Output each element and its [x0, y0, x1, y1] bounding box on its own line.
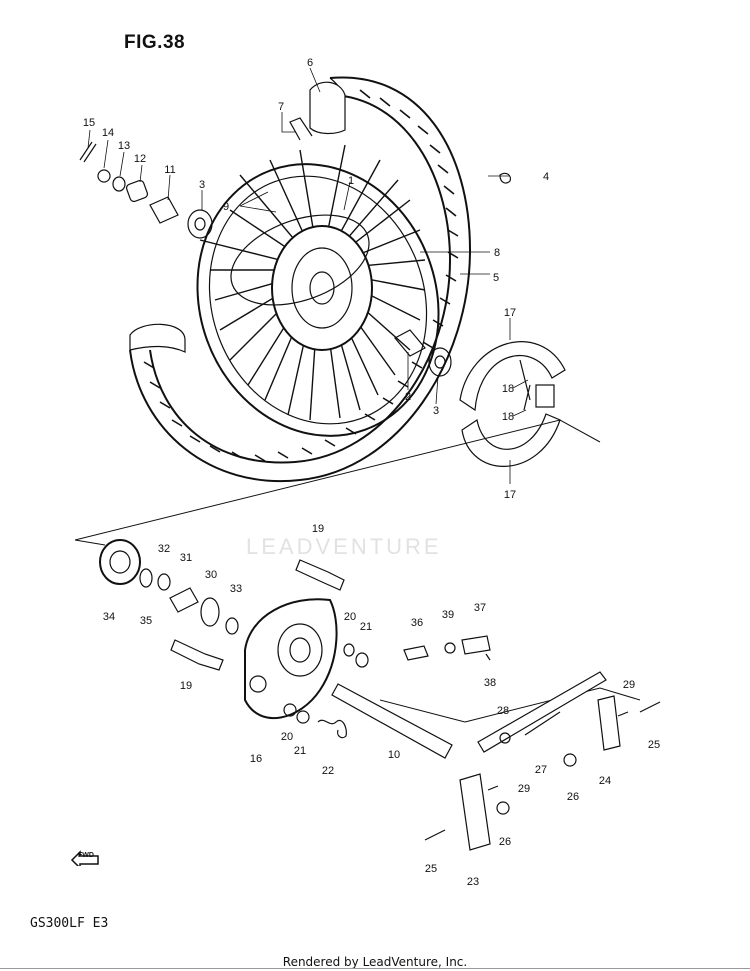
callout-label-20: 20 [281, 731, 293, 743]
callout-label-8: 8 [494, 247, 500, 259]
brake-panel [244, 598, 369, 724]
spring [317, 719, 347, 739]
watermark: LEADVENTURE [246, 534, 442, 559]
callout-label-18: 18 [502, 411, 514, 423]
tire [129, 76, 472, 483]
guide-lines [74, 419, 641, 723]
fwd-label: FWD [78, 852, 94, 859]
axle-spacer-and-bearing [394, 172, 511, 377]
callout-label-25: 25 [425, 863, 437, 875]
callout-label-26: 26 [567, 791, 579, 803]
callout-label-28: 28 [497, 705, 509, 717]
callout-label-24: 24 [599, 775, 611, 787]
callout-label-30: 30 [205, 569, 217, 581]
model-code: GS300LF E3 [30, 916, 109, 931]
brake-cam-parts [99, 539, 345, 671]
callout-label-27: 27 [535, 764, 547, 776]
callout-label-34: 34 [103, 611, 115, 623]
callout-label-35: 35 [140, 615, 152, 627]
sensor-parts [403, 635, 491, 661]
brake-arm-brackets [424, 695, 661, 851]
callout-label-18: 18 [502, 383, 514, 395]
callout-label-12: 12 [134, 153, 146, 165]
callout-label-10: 10 [388, 749, 400, 761]
callout-label-11: 11 [164, 164, 175, 176]
callout-label-4: 4 [543, 171, 549, 183]
tube-and-rim-strip [289, 81, 346, 141]
figure-title: FIG.38 [124, 32, 186, 53]
callout-label-19: 19 [180, 680, 192, 692]
hub [230, 214, 373, 351]
callout-label-14: 14 [102, 127, 114, 139]
callout-label-29: 29 [623, 679, 635, 691]
callout-label-21: 21 [360, 621, 372, 633]
callout-label-20: 20 [344, 611, 356, 623]
footer-credit: Rendered by LeadVenture, Inc. [282, 955, 468, 969]
rim [196, 163, 440, 437]
axle [331, 683, 453, 759]
callout-label-9: 9 [223, 201, 229, 213]
callout-label-31: 31 [180, 552, 192, 564]
callout-label-3: 3 [199, 179, 205, 191]
callout-label-15: 15 [83, 117, 95, 129]
callout-label-13: 13 [118, 140, 130, 152]
callout-label-7: 7 [278, 101, 284, 113]
callout-label-17: 17 [504, 307, 516, 319]
callout-label-25: 25 [648, 739, 660, 751]
brake-shoes [459, 341, 566, 467]
callout-label-17: 17 [504, 489, 516, 501]
callout-label-36: 36 [411, 617, 423, 629]
callout-label-37: 37 [474, 602, 486, 614]
callout-label-21: 21 [294, 745, 306, 757]
callout-label-23: 23 [467, 876, 479, 888]
callout-label-33: 33 [230, 583, 242, 595]
callout-label-2: 2 [405, 391, 411, 403]
torque-link [477, 671, 607, 753]
callout-label-16: 16 [250, 753, 262, 765]
callout-label-38: 38 [484, 677, 496, 689]
fwd-arrow-icon [70, 850, 99, 866]
callout-label-19: 19 [312, 523, 324, 535]
footer-divider [0, 968, 750, 969]
callout-label-26: 26 [499, 836, 511, 848]
callout-label-5: 5 [493, 272, 499, 284]
callout-layer: 1233456789101112131415161717181819192020… [83, 57, 660, 888]
callout-label-32: 32 [158, 543, 170, 555]
callout-label-29: 29 [518, 783, 530, 795]
callout-label-6: 6 [307, 57, 313, 69]
callout-label-1: 1 [348, 175, 354, 187]
callout-label-22: 22 [322, 765, 334, 777]
callout-label-39: 39 [442, 609, 454, 621]
axle-parts-top [79, 141, 213, 239]
callout-label-3: 3 [433, 405, 439, 417]
